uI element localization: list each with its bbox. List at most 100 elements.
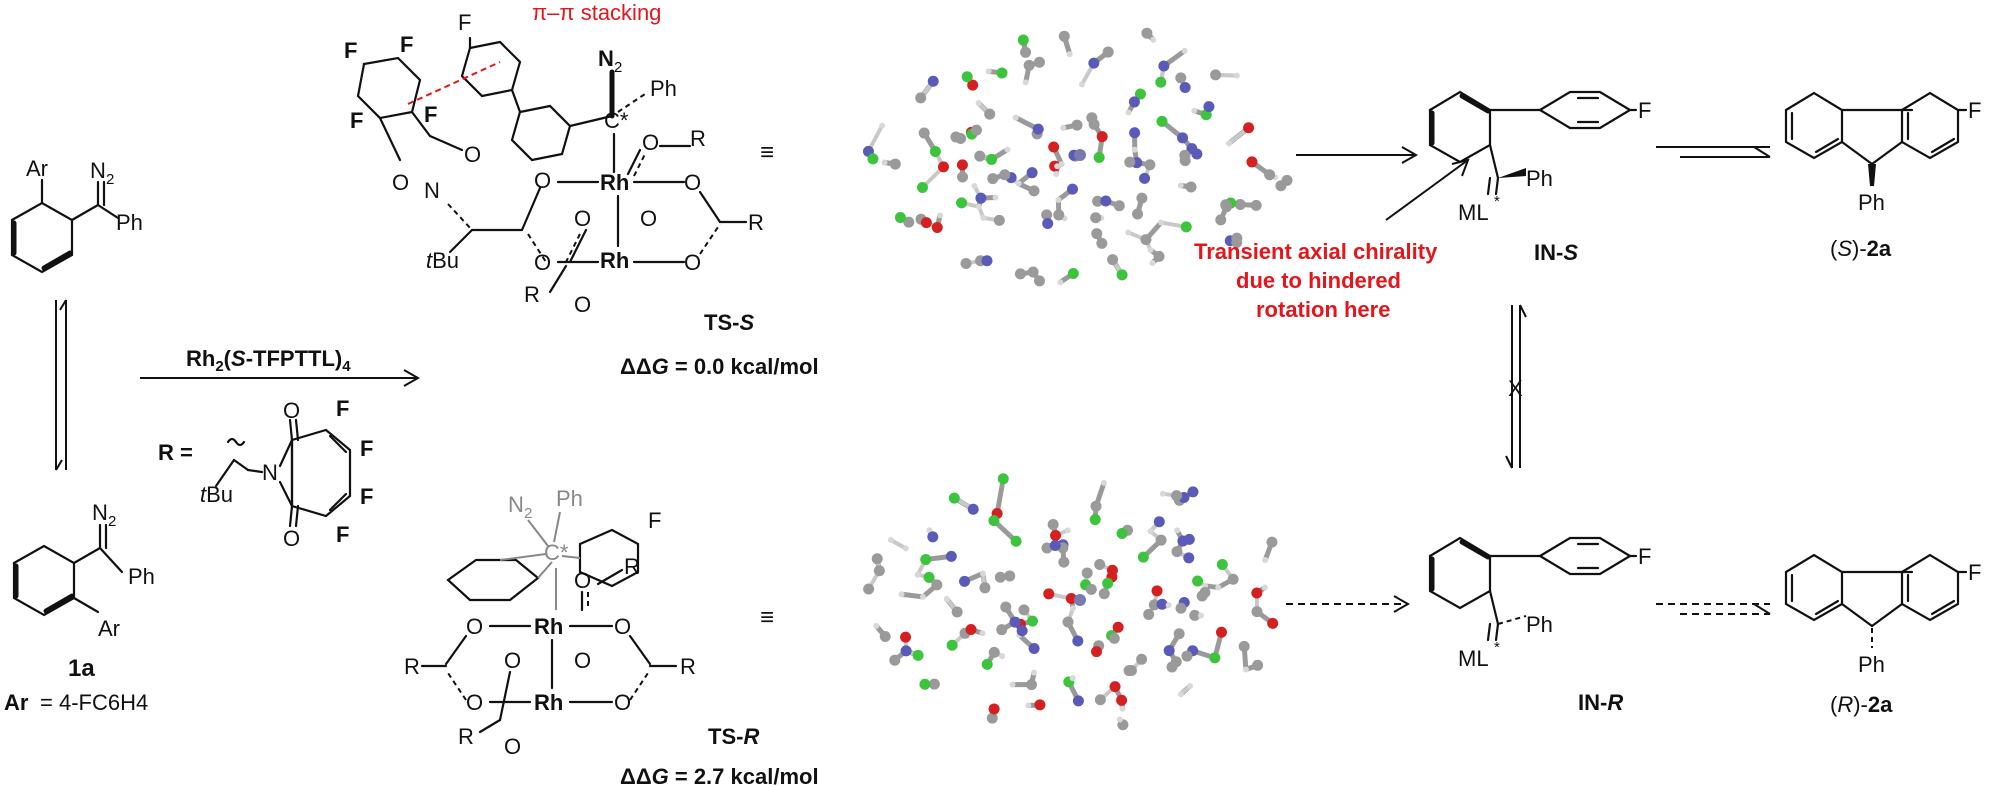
model-atom (1092, 195, 1104, 207)
model-atom (1209, 652, 1221, 664)
model-atom (994, 571, 1006, 583)
model-atom (985, 68, 992, 75)
model-atom (1058, 30, 1070, 42)
model-atom (1147, 528, 1154, 535)
model-atom (1174, 527, 1181, 534)
carboxylate-o-label: O (614, 690, 631, 715)
model-atom (1186, 683, 1193, 690)
model-atom (1215, 214, 1227, 226)
model-atom (1055, 196, 1062, 203)
fluorine-label: F (360, 484, 373, 509)
model-atom (1026, 167, 1038, 179)
model-atom (871, 553, 883, 565)
rhodium-label: Rh (600, 170, 629, 195)
carboxylate-o-label: O (574, 206, 591, 231)
model-atom (993, 214, 1005, 226)
model-atom (1281, 174, 1293, 186)
fluorine-label: F (344, 38, 357, 63)
model-atom (943, 595, 950, 602)
model-atom (923, 571, 935, 583)
arrow-to-product-s (1656, 146, 1771, 158)
model-atom (1057, 279, 1064, 286)
carbonyl-o-label: O (392, 170, 409, 195)
model-atom (881, 159, 888, 166)
fluorine-label: F (400, 32, 413, 57)
model-atom (1262, 556, 1269, 563)
model-atom (889, 654, 901, 666)
model-atom (1102, 577, 1114, 589)
model-atom (1136, 653, 1148, 665)
model-atom (920, 217, 932, 229)
model-atom (1215, 584, 1222, 591)
diazo-subscript: 2 (106, 171, 114, 188)
model-atom (957, 171, 969, 183)
model-atom (1140, 234, 1152, 246)
model-atom (1181, 650, 1193, 662)
model-atom (956, 159, 968, 171)
model-atom (1177, 535, 1189, 547)
rhodium-label: Rh (534, 690, 563, 715)
r-group-label: R (458, 724, 474, 749)
model-atom (988, 703, 1000, 715)
model-atom (1009, 616, 1021, 628)
phenyl-label: Ph (116, 210, 143, 235)
model-atom (912, 649, 924, 661)
model-atom (1175, 602, 1187, 614)
ts-r-structure: N 2 Ph C* F Rh Rh O O O O R R O R (404, 486, 819, 787)
model-atom (1183, 552, 1195, 564)
model-atom (1112, 621, 1124, 633)
model-atom (1067, 183, 1079, 195)
model-atom (1009, 681, 1016, 688)
model-atom (1210, 69, 1222, 81)
r-group-label: R (680, 654, 696, 679)
model-atom (975, 203, 982, 210)
model-atom (937, 212, 944, 219)
model-atom (1094, 559, 1106, 571)
carboxylate-o-label: O (574, 648, 591, 673)
model-atom (1020, 46, 1032, 58)
model-atom (1113, 200, 1125, 212)
model-atom (1033, 275, 1045, 287)
model-atom (1010, 535, 1022, 547)
carboxylate-o-label: O (574, 568, 591, 593)
model-atom (873, 565, 885, 577)
transient-note-line-1: Transient axial chirality (1194, 239, 1438, 264)
phenyl-label: Ph (1526, 612, 1553, 637)
carbene-carbon-label: C* (604, 108, 629, 133)
energy-label: ΔΔG = 2.7 kcal/mol (620, 764, 819, 787)
model-atom (1125, 109, 1132, 116)
ts-s-3d-model (862, 27, 1293, 287)
model-atom (1067, 267, 1079, 279)
model-atom (898, 591, 905, 598)
model-atom (1088, 57, 1100, 69)
model-atom (1252, 659, 1264, 671)
model-atom (931, 221, 943, 233)
model-atom (1187, 486, 1199, 498)
model-atom (1085, 583, 1097, 595)
phenyl-label: Ph (1858, 652, 1885, 677)
model-atom (1179, 82, 1191, 94)
carbonyl-o-label: O (283, 526, 300, 551)
model-atom (1155, 76, 1167, 88)
diazo-n-label: N (90, 158, 106, 183)
carboxylate-o-label: O (684, 250, 701, 275)
model-atom (1158, 60, 1170, 72)
model-atom (1091, 228, 1103, 240)
model-atom (1179, 149, 1191, 161)
model-atom (1109, 681, 1121, 693)
model-atom (948, 492, 960, 504)
fluorine-label: F (360, 436, 373, 461)
model-atom (927, 531, 939, 543)
model-atom (937, 161, 949, 173)
aryl-label: Ar (98, 616, 120, 641)
carboxylate-o-label: O (534, 168, 551, 193)
model-atom (1141, 27, 1153, 39)
model-atom (996, 624, 1008, 636)
intermediate-label: IN-S (1534, 240, 1578, 265)
model-atom (1197, 612, 1204, 619)
star-label: * (1494, 193, 1500, 210)
carbonyl-o-label: O (283, 398, 300, 423)
model-atom (867, 153, 879, 165)
model-atom (927, 75, 939, 87)
